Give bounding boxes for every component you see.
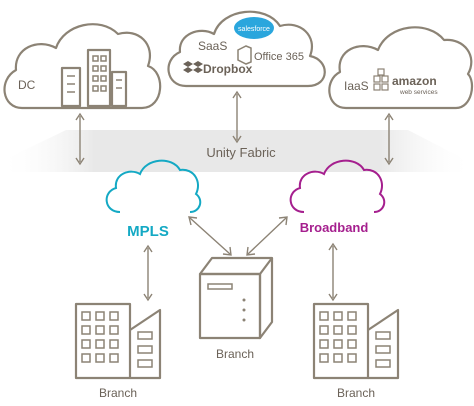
arrow-mpls-left-branch (143, 244, 153, 302)
amazon-text: amazon (392, 74, 437, 88)
center-branch-label: Branch (216, 347, 254, 361)
salesforce-text: salesforce (238, 26, 270, 33)
unity-fabric-band: Unity Fabric (0, 130, 474, 172)
branch-building-icon (312, 302, 400, 380)
right-branch-label: Branch (337, 386, 375, 400)
arrow-iaas-fabric (384, 112, 394, 166)
salesforce-logo-icon: salesforce (234, 17, 274, 39)
dropbox-text: Dropbox (203, 62, 253, 76)
broadband-label: Broadband (300, 220, 369, 235)
mpls-label: MPLS (127, 223, 169, 240)
dc-label: DC (18, 78, 36, 92)
office365-text: Office 365 (254, 51, 304, 63)
saas-cloud: SaaS salesforce Office 365 Dropbox (167, 10, 326, 88)
branch-building-icon (74, 302, 162, 380)
office-buildings-icon (60, 48, 128, 108)
arrow-saas-fabric (232, 90, 242, 144)
arrow-broadband-center (246, 216, 288, 256)
iaas-cloud: IaaS amazon web services (328, 26, 474, 110)
server-appliance-icon (198, 256, 274, 340)
dropbox-logo-icon: Dropbox (183, 61, 253, 76)
iaas-label: IaaS (344, 79, 369, 93)
arrow-mpls-center (188, 216, 232, 256)
saas-label: SaaS (198, 39, 227, 53)
arrow-broadband-right-branch (328, 242, 338, 302)
arrow-dc-fabric (75, 112, 85, 166)
broadband-cloud: Broadband (289, 159, 386, 235)
dc-cloud: DC (3, 23, 162, 110)
aws-text: web services (399, 89, 438, 96)
unity-fabric-label: Unity Fabric (206, 145, 276, 160)
mpls-cloud: MPLS (105, 159, 202, 240)
amazon-logo-icon: amazon web services (373, 68, 438, 96)
office365-logo-icon: Office 365 (237, 45, 304, 65)
left-branch-label: Branch (99, 386, 137, 400)
